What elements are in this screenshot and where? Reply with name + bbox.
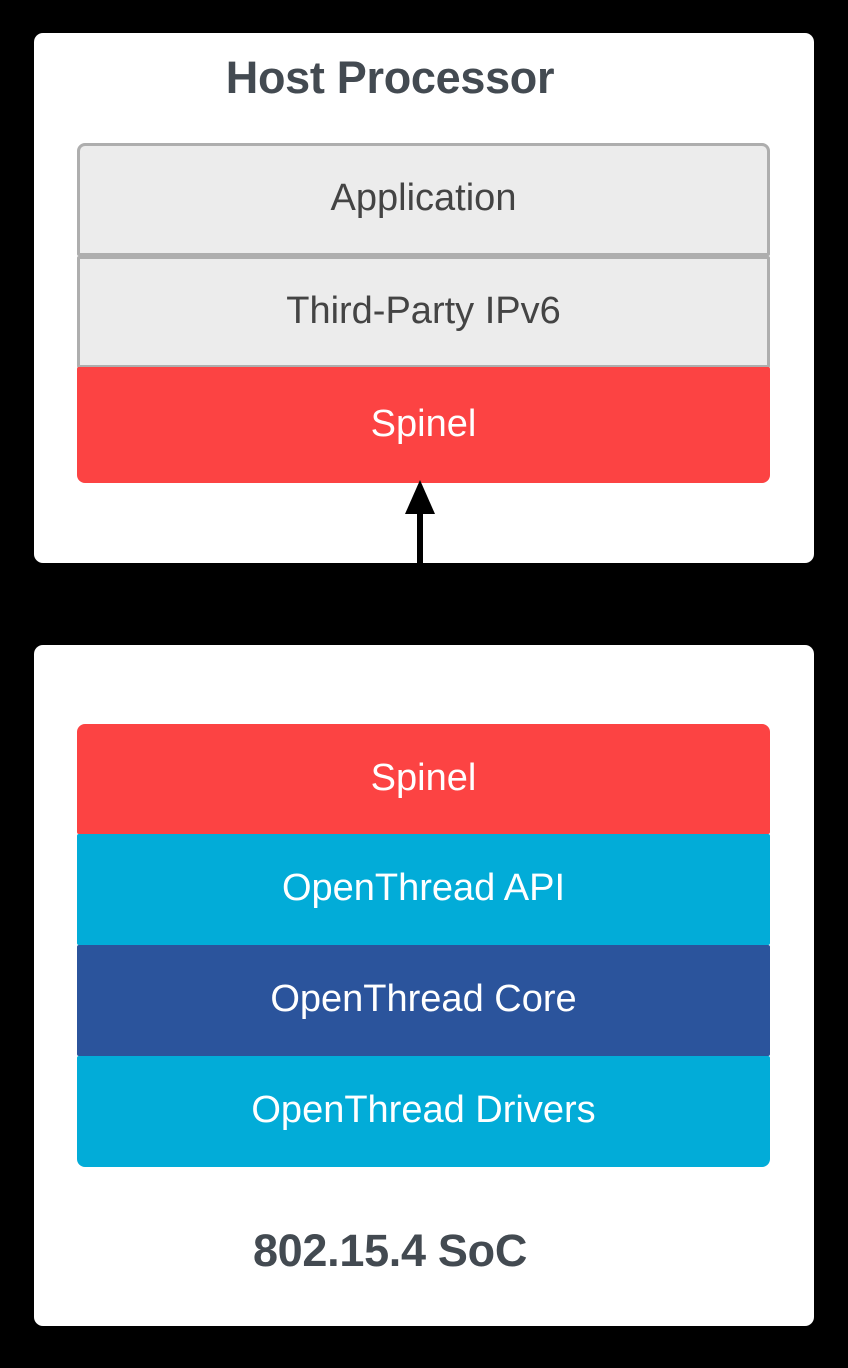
layer-third-party-ipv6-label: Third-Party IPv6 xyxy=(286,289,561,332)
layer-openthread-drivers-label: OpenThread Drivers xyxy=(251,1089,596,1131)
layer-openthread-core-label: OpenThread Core xyxy=(270,978,577,1020)
layer-spinel-host: Spinel xyxy=(77,367,770,483)
layer-openthread-api: OpenThread API xyxy=(77,834,770,945)
host-processor-title: Host Processor xyxy=(225,52,555,103)
layer-third-party-ipv6: Third-Party IPv6 xyxy=(77,256,770,368)
layer-openthread-core: OpenThread Core xyxy=(77,945,770,1056)
layer-openthread-drivers: OpenThread Drivers xyxy=(77,1056,770,1167)
layer-spinel-soc-label: Spinel xyxy=(370,756,477,799)
layer-openthread-api-label: OpenThread API xyxy=(281,867,566,909)
soc-panel-title: 802.15.4 SoC xyxy=(252,1225,528,1276)
layer-application: Application xyxy=(77,143,770,256)
layer-spinel-soc: Spinel xyxy=(77,724,770,834)
layer-spinel-host-label: Spinel xyxy=(370,402,477,445)
layer-application-label: Application xyxy=(330,177,517,219)
